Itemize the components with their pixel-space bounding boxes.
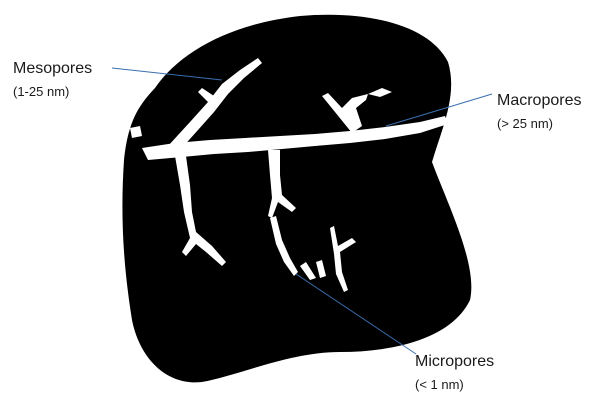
micropores-name: Micropores	[415, 352, 494, 372]
micropores-range: (< 1 nm)	[415, 376, 494, 394]
mesopore-nub-left	[130, 126, 142, 138]
micropores-label: Micropores (< 1 nm)	[415, 352, 494, 394]
mesopores-label: Mesopores (1-25 nm)	[13, 59, 92, 101]
macropores-range: (> 25 nm)	[497, 115, 581, 133]
mesopores-range: (1-25 nm)	[13, 83, 92, 101]
macropores-name: Macropores	[497, 91, 581, 111]
mesopores-name: Mesopores	[13, 59, 92, 79]
particle-body	[122, 15, 471, 383]
macropores-label: Macropores (> 25 nm)	[497, 91, 581, 133]
